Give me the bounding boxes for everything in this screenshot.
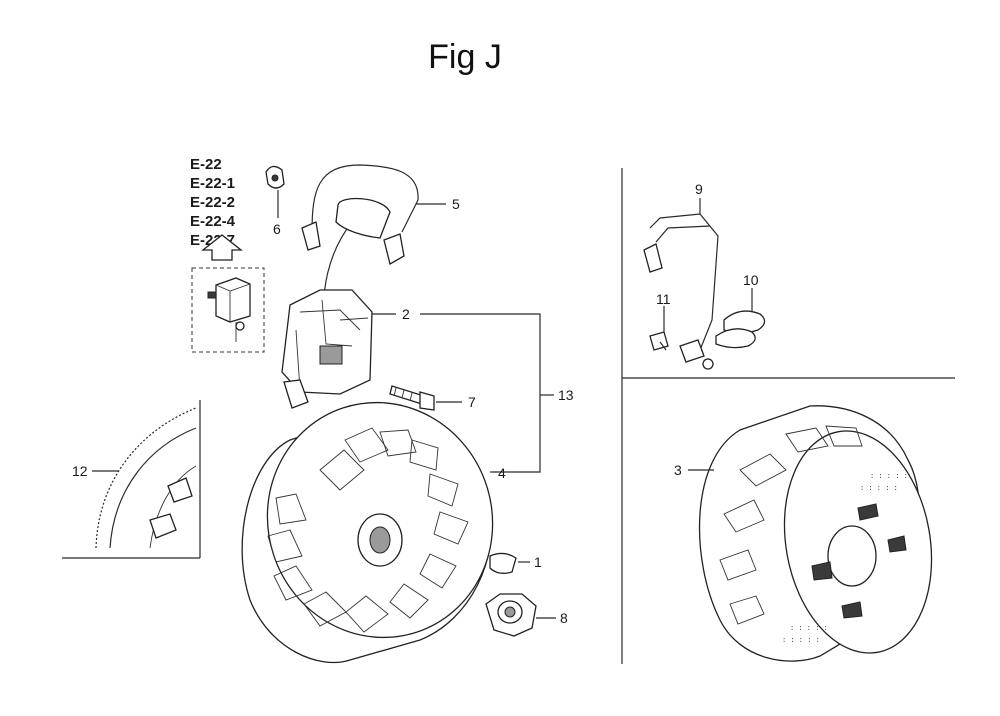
- reference-code[interactable]: E-22-4: [190, 213, 236, 230]
- callout-13[interactable]: 13: [558, 387, 574, 403]
- callout-3[interactable]: 3: [674, 462, 682, 478]
- svg-text:: : : : :: : : : : :: [782, 637, 820, 645]
- part-8-nut[interactable]: [485, 593, 537, 637]
- callout-11[interactable]: 11: [656, 291, 671, 307]
- figure-title: Fig J: [428, 38, 502, 76]
- reference-code[interactable]: E-22-1: [190, 175, 236, 192]
- callout-labels: 1 2 3 4 5 6 7 8 9 10 11 12 13: [72, 181, 759, 626]
- callout-10[interactable]: 10: [743, 272, 759, 288]
- callout-12[interactable]: 12: [72, 463, 88, 479]
- callout-1[interactable]: 1: [534, 554, 542, 570]
- leader-lines: [92, 198, 753, 619]
- callout-5[interactable]: 5: [452, 196, 460, 212]
- callout-8[interactable]: 8: [560, 610, 568, 626]
- reference-code[interactable]: E-22: [190, 156, 222, 173]
- reference-code[interactable]: E-22-2: [190, 194, 236, 211]
- svg-text:: : : : :: : : : : :: [870, 473, 908, 481]
- part-6-clip[interactable]: [265, 165, 285, 218]
- svg-text:: : : : :: : : : : :: [790, 625, 828, 633]
- callout-9[interactable]: 9: [695, 181, 703, 197]
- part-7-bolt[interactable]: [389, 385, 435, 411]
- callout-2[interactable]: 2: [402, 306, 410, 322]
- part-9-wire-harness[interactable]: [643, 213, 719, 370]
- svg-text:: : : : :: : : : : :: [860, 485, 898, 493]
- part-10-clamps[interactable]: [715, 310, 766, 349]
- callout-7[interactable]: 7: [468, 394, 476, 410]
- part-12-ring-gear[interactable]: [95, 407, 197, 549]
- part-5-spark-plug-lead[interactable]: [301, 164, 419, 341]
- panel-dividers: [62, 168, 955, 664]
- part-4-flywheel[interactable]: [237, 373, 523, 667]
- up-arrow-icon: [201, 234, 243, 261]
- part-1-key[interactable]: [489, 552, 517, 574]
- part-2-ignition-coil[interactable]: [281, 289, 373, 409]
- callout-4[interactable]: 4: [498, 465, 506, 481]
- callout-6[interactable]: 6: [273, 221, 281, 237]
- part-11-screw[interactable]: [649, 331, 669, 351]
- part-3-flywheel[interactable]: : : : : : : : : : : : : : : : : : : : :: [698, 405, 949, 665]
- inset-ignition-module[interactable]: [191, 267, 265, 353]
